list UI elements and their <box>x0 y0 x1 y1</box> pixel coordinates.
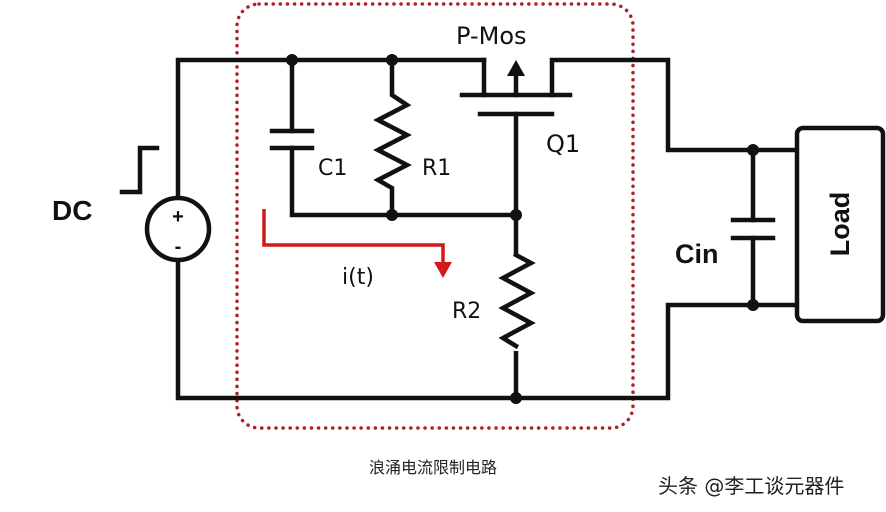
current-label: i(t) <box>342 265 374 290</box>
source-label: DC <box>52 195 92 226</box>
dc-source: + - <box>144 195 212 263</box>
top-rail-wire <box>175 57 487 201</box>
junction-dot <box>747 299 759 311</box>
junction-dot <box>386 209 398 221</box>
load-box <box>794 125 886 324</box>
source-plus-sign: + <box>172 206 184 228</box>
mosfet-type-label: P-Mos <box>456 22 527 50</box>
source-minus-sign: - <box>175 236 182 258</box>
junction-dot <box>510 392 522 404</box>
cin-label: Cin <box>675 239 719 269</box>
junction-dot <box>386 54 398 66</box>
step-input-icon <box>119 145 160 195</box>
inrush-limiter-highlight-box <box>235 2 635 430</box>
r2-label: R2 <box>452 299 481 324</box>
c1-wire <box>289 57 519 218</box>
r2-resistor <box>498 251 536 350</box>
junction-dot <box>286 54 298 66</box>
load-label: Load <box>825 192 855 257</box>
diagram-caption: 浪涌电流限制电路 <box>369 458 497 477</box>
junction-dot <box>510 209 522 221</box>
junction-dot <box>747 144 759 156</box>
bottom-rail-wire <box>175 257 800 401</box>
mosfet-drain-wire <box>549 57 800 153</box>
r1-resistor <box>373 57 412 218</box>
watermark: 头条 @李工谈元器件 <box>658 474 844 498</box>
mosfet-ref-label: Q1 <box>546 130 580 158</box>
current-arrow-head-icon <box>434 262 452 278</box>
mosfet-arrow-icon <box>507 60 525 76</box>
r1-label: R1 <box>422 156 451 181</box>
current-arrow <box>262 209 445 263</box>
c1-label: C1 <box>318 156 347 181</box>
